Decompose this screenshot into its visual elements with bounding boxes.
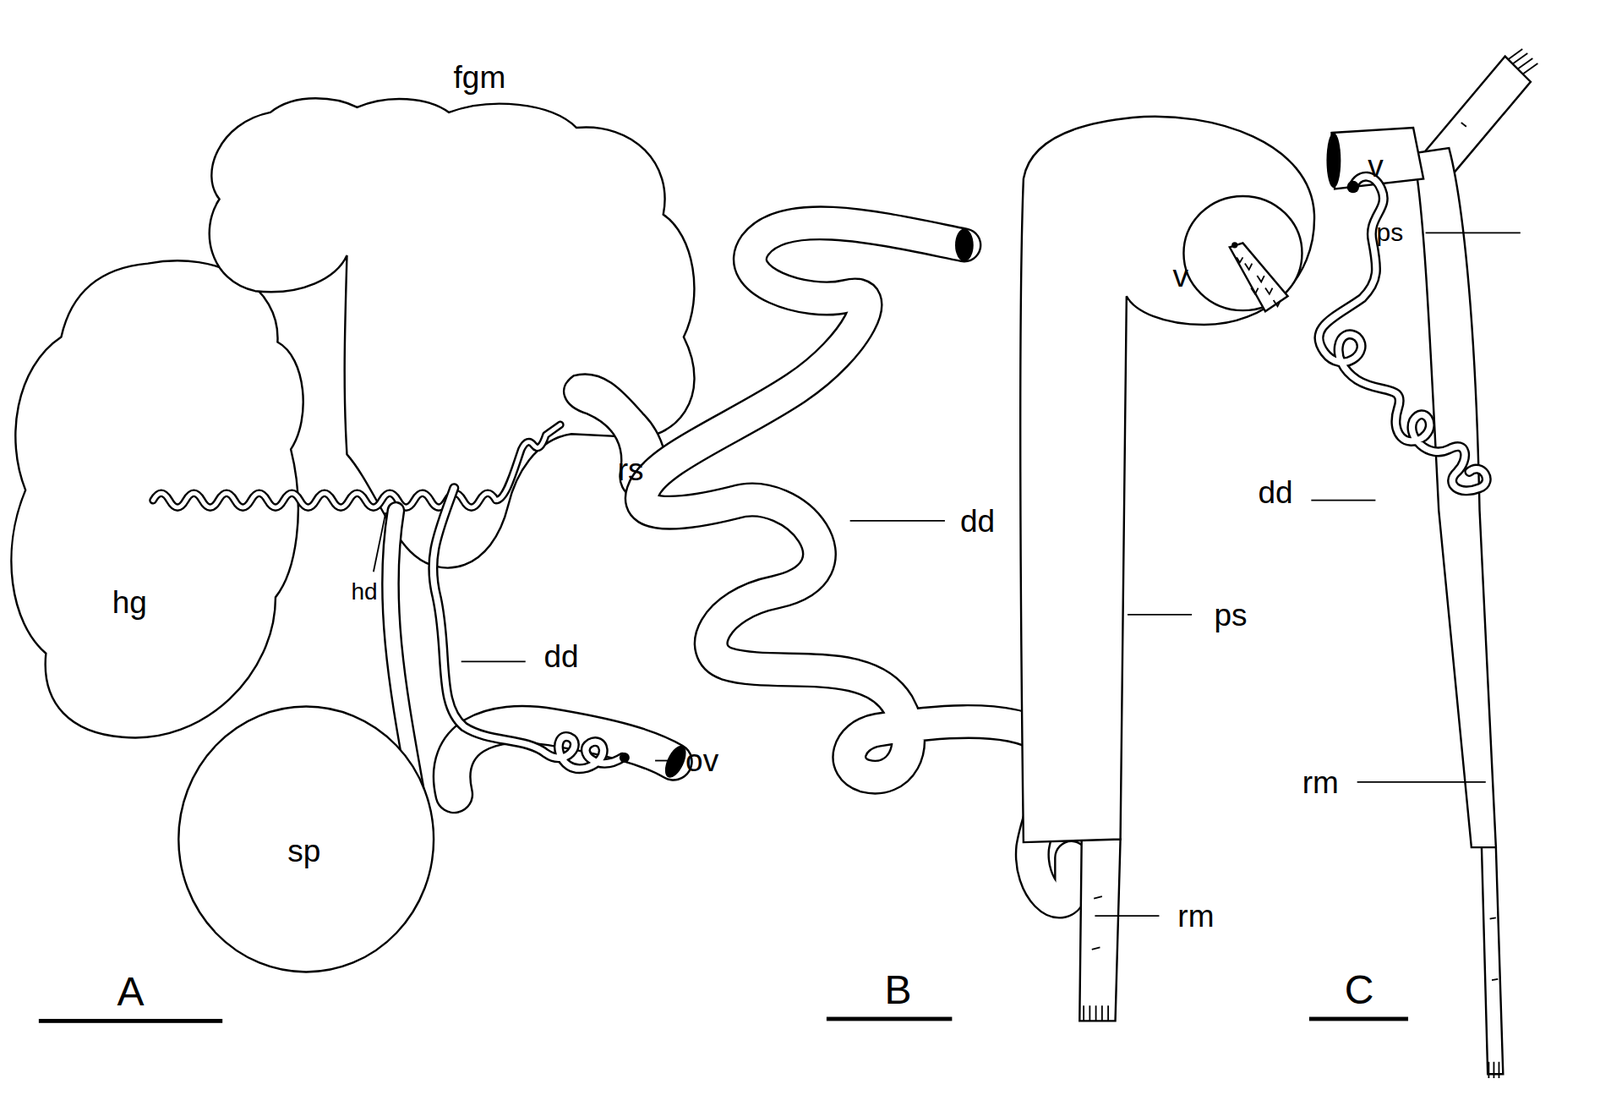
- part-label: rm: [1300, 764, 1341, 798]
- panel-letter: B: [882, 968, 913, 1011]
- part-label: dd: [1256, 475, 1295, 508]
- part-label: hg: [110, 585, 149, 619]
- part-label: ov: [683, 743, 721, 777]
- part-label: v: [1171, 258, 1191, 292]
- panel-letter: A: [115, 970, 147, 1013]
- panel-letter: C: [1343, 968, 1377, 1011]
- part-label: v: [1365, 148, 1386, 182]
- part-label: rm: [1175, 898, 1216, 932]
- part-label: ps: [1374, 218, 1405, 246]
- part-label: ps: [1212, 597, 1249, 631]
- part-label: dd: [958, 503, 997, 537]
- part-label: dd: [541, 639, 580, 673]
- part-label: fgm: [452, 60, 508, 93]
- part-label: sp: [285, 833, 323, 867]
- part-label: rs: [616, 453, 646, 487]
- part-label: hd: [349, 578, 379, 605]
